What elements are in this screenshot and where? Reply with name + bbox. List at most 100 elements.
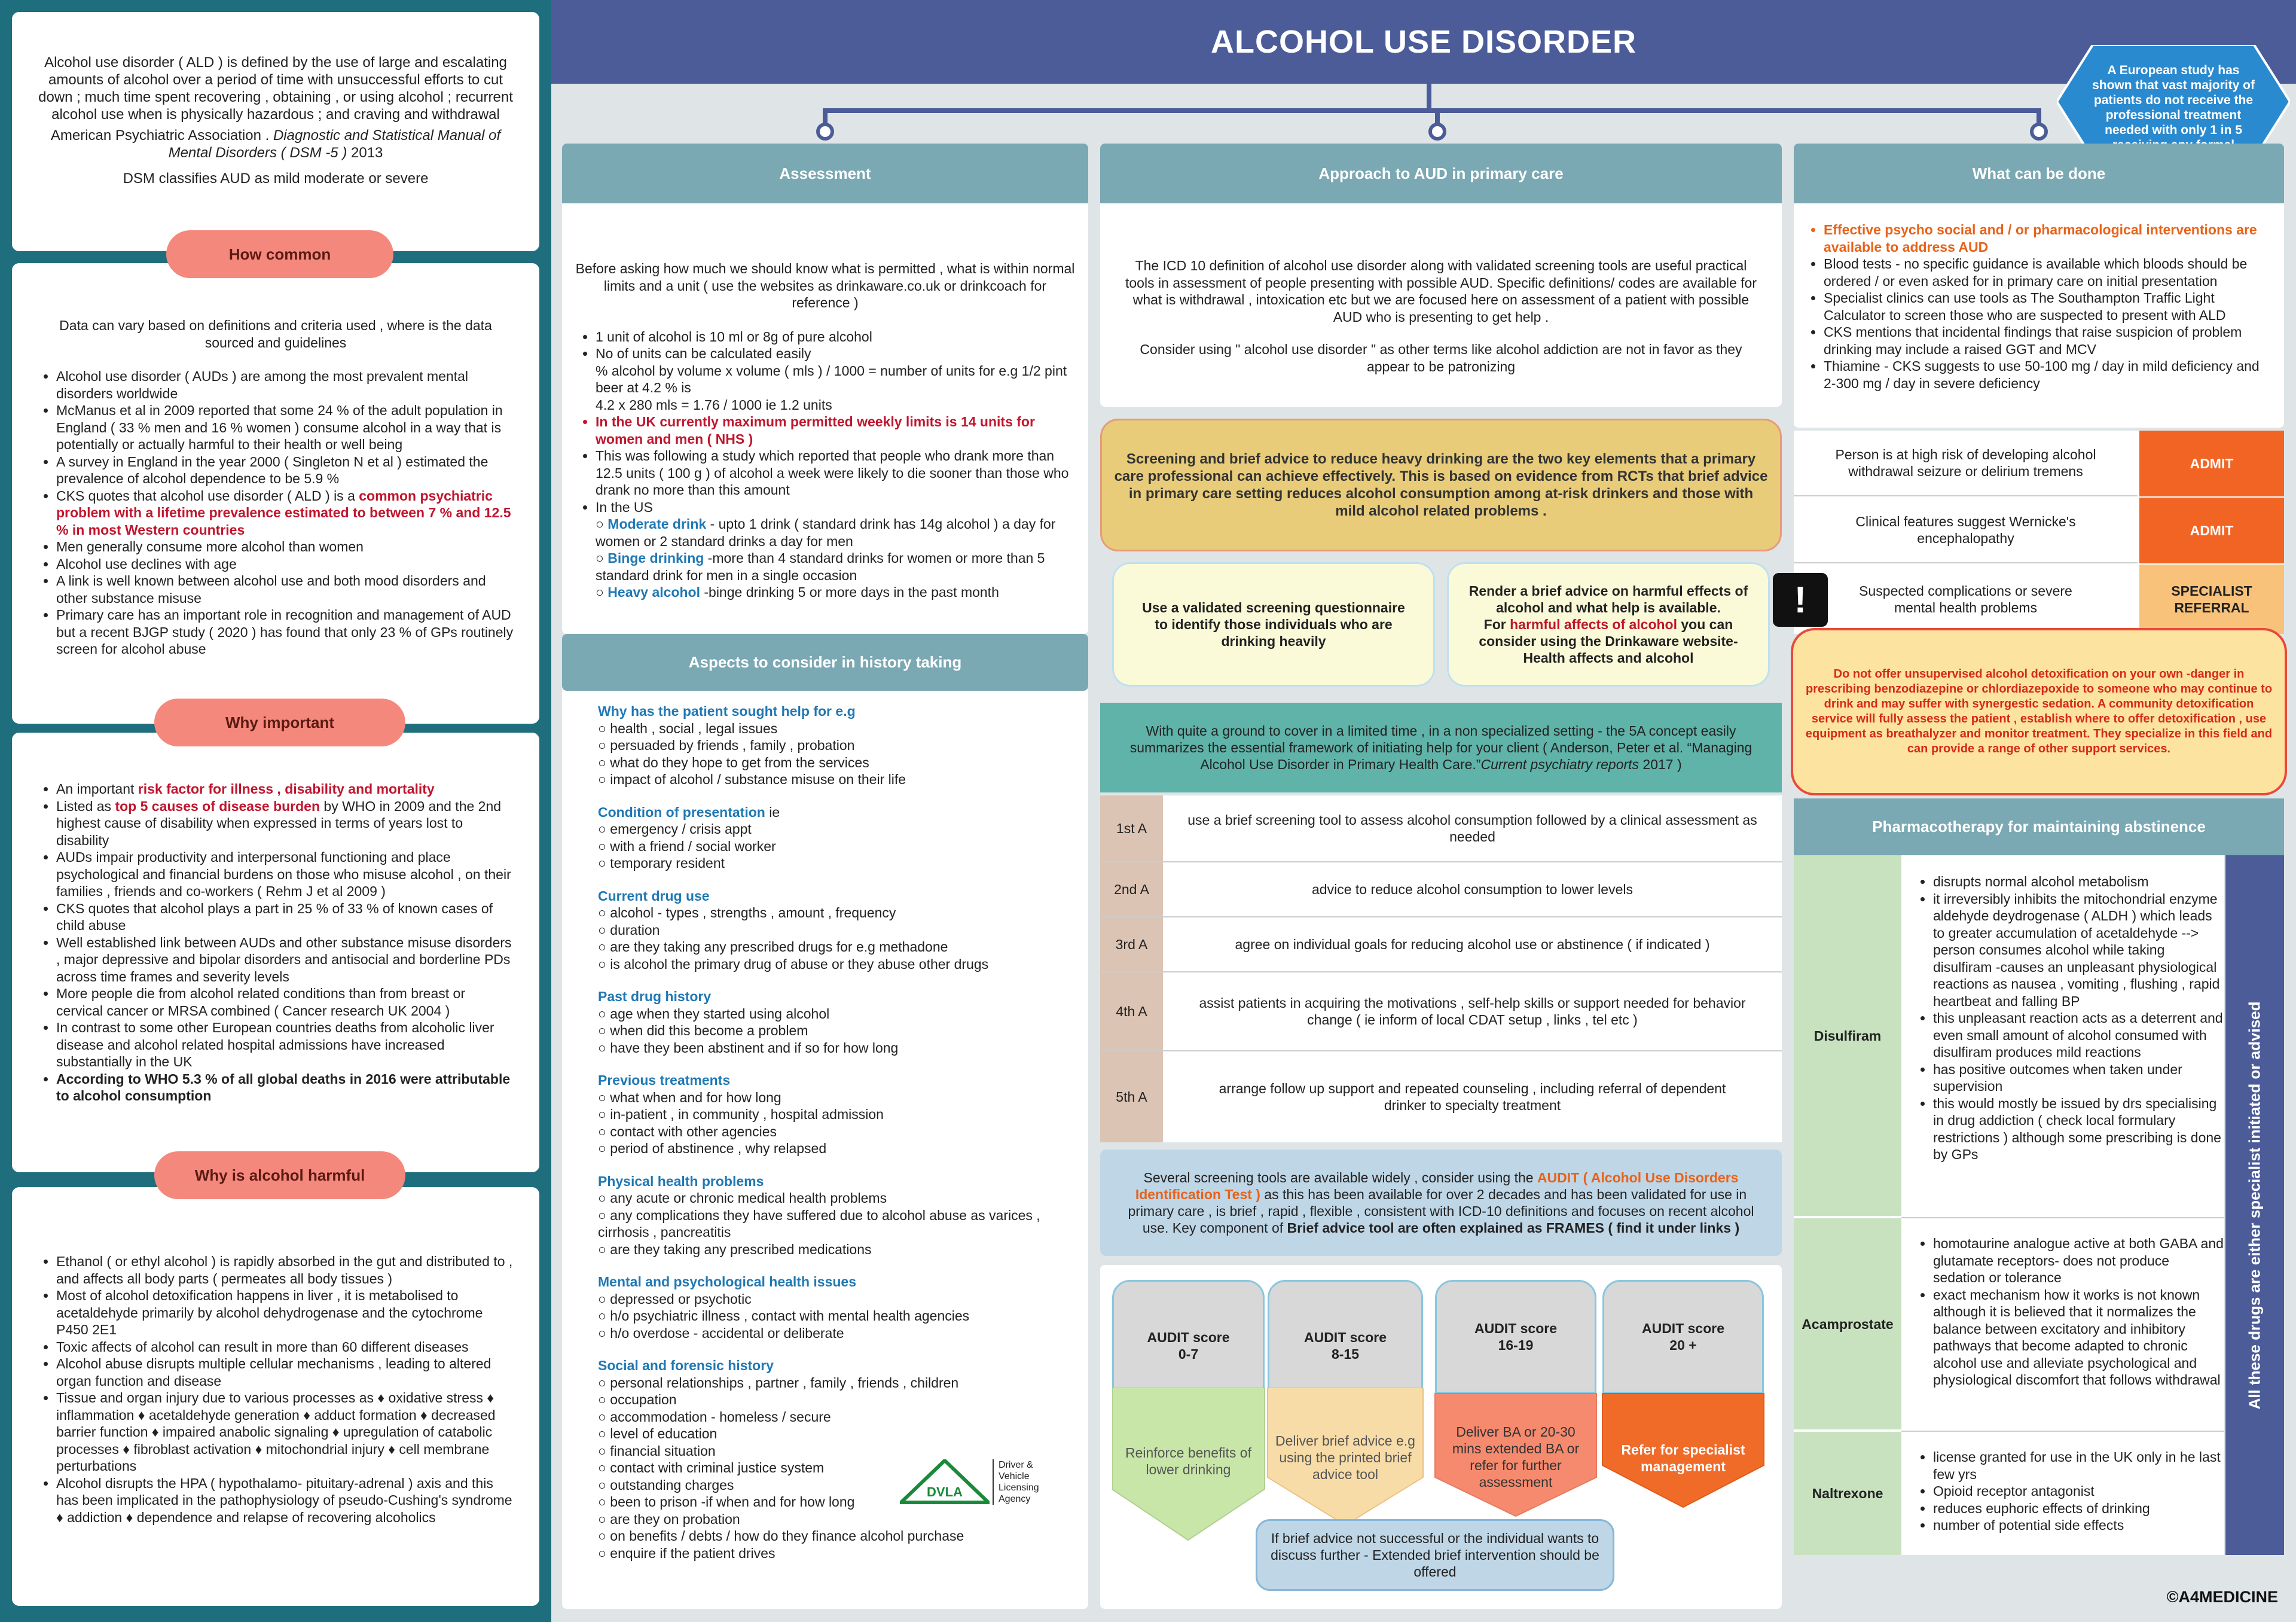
definition-text: Alcohol use disorder ( ALD ) is defined … (38, 54, 513, 123)
assessment-intro: Before asking how much we should know wh… (575, 261, 1075, 310)
detox-warning-box: Do not offer unsupervised alcohol detoxi… (1791, 628, 2287, 795)
drug-details: homotaurine analogue active at both GABA… (1904, 1235, 2224, 1389)
history-item: ○ age when they started using alcohol (598, 1005, 830, 1022)
history-item: ○ personal relationships , partner , fam… (598, 1374, 959, 1391)
list-item: number of potential side effects (1933, 1517, 2224, 1534)
drug-details: license granted for use in the UK only i… (1904, 1449, 2224, 1534)
why-important-list: An important risk factor for illness , d… (36, 780, 515, 1105)
list-item: AUDs impair productivity and interperson… (56, 849, 515, 900)
history-item: ○ accommodation - homeless / secure (598, 1408, 831, 1425)
audit-box: Several screening tools are available wi… (1100, 1150, 1782, 1256)
history-item: ○ impact of alcohol / substance misuse o… (598, 772, 906, 787)
list-item: Most of alcohol detoxification happens i… (56, 1287, 515, 1339)
list-item: Well established link between AUDs and o… (56, 934, 515, 986)
list-item: More people die from alcohol related con… (56, 985, 515, 1019)
list-item: In the US○ Moderate drink - upto 1 drink… (596, 499, 1075, 601)
list-item: A link is well known between alcohol use… (56, 572, 515, 606)
step-text: advice to reduce alcohol consumption to … (1163, 862, 1782, 917)
approach-title: Approach to AUD in primary care (1100, 144, 1782, 203)
list-item: Specialist clinics can use tools as The … (1824, 289, 2272, 324)
brief-advice-box: Render a brief advice on harmful effects… (1447, 562, 1770, 687)
list-item: Opioid receptor antagonist (1933, 1483, 2224, 1500)
list-item: In the UK currently maximum permitted we… (596, 413, 1075, 447)
list-item: Tissue and organ injury due to various p… (56, 1389, 515, 1475)
step-text: arrange follow up support and repeated c… (1219, 1081, 1726, 1113)
list-item: this unpleasant reaction acts as a deter… (1933, 1010, 2224, 1061)
history-heading: Previous treatments (598, 1072, 731, 1088)
step-label: 2nd A (1100, 862, 1163, 917)
screening-box: Screening and brief advice to reduce hea… (1100, 419, 1782, 551)
admit-label: ADMIT (2139, 431, 2284, 496)
screening-text: Screening and brief advice to reduce hea… (1114, 451, 1768, 519)
title-bar: ALCOHOL USE DISORDER (551, 0, 2296, 84)
history-item: ○ h/o overdose - accidental or deliberat… (598, 1325, 844, 1341)
how-common-list: Alcohol use disorder ( AUDs ) are among … (36, 368, 515, 658)
history-item: ○ period of abstinence , why relapsed (598, 1141, 827, 1156)
history-item: ○ duration (598, 922, 660, 938)
history-title: Aspects to consider in history taking (562, 634, 1088, 691)
list-item: license granted for use in the UK only i… (1933, 1449, 2224, 1483)
audit-action: Refer for specialist management (1621, 1442, 1745, 1474)
list-item: Primary care has an important role in re… (56, 606, 515, 658)
list-item: A survey in England in the year 2000 ( S… (56, 453, 515, 487)
five-a-intro: With quite a ground to cover in a limite… (1100, 703, 1782, 792)
step-text: assist patients in acquiring the motivat… (1163, 972, 1782, 1051)
list-item: Effective psycho social and / or pharmac… (1824, 221, 2272, 255)
row-divider (1901, 1431, 2224, 1432)
admit-criterion: Person is at high risk of developing alc… (1794, 431, 2138, 496)
drug-details: disrupts normal alcohol metabolism it ir… (1904, 873, 2224, 1163)
history-item: ○ have they been abstinent and if so for… (598, 1039, 899, 1056)
audit-score-box: AUDIT score 20 + (1602, 1280, 1764, 1394)
why-harmful-card: Ethanol ( or ethyl alcohol ) is rapidly … (12, 1187, 539, 1606)
history-item: ○ on benefits / debts / how do they fina… (598, 1528, 964, 1544)
step-label: 4th A (1100, 972, 1163, 1051)
approach-terms: Consider using " alcohol use disorder " … (1140, 342, 1742, 374)
admit-criterion: Clinical features suggest Wernicke's enc… (1794, 498, 2138, 563)
list-item: Men generally consume more alcohol than … (56, 538, 515, 556)
history-item: ○ occupation (598, 1392, 677, 1407)
list-item: An important risk factor for illness , d… (56, 780, 515, 798)
list-item: Alcohol disrupts the HPA ( hypothalamo- … (56, 1475, 515, 1526)
list-item: Blood tests - no specific guidance is av… (1824, 255, 2272, 289)
specialist-side-bar: All these drugs are either specialist in… (2225, 855, 2284, 1555)
history-item: ○ financial situation (598, 1443, 716, 1459)
step-label: 3rd A (1100, 917, 1163, 972)
history-content: Why has the patient sought help for e.g … (598, 703, 1070, 1562)
list-item: CKS mentions that incidental findings th… (1824, 324, 2272, 358)
list-item: disrupts normal alcohol metabolism (1933, 873, 2224, 891)
list-item: 1 unit of alcohol is 10 ml or 8g of pure… (596, 328, 1075, 346)
audit-action: Deliver BA or 20-30 mins extended BA or … (1452, 1424, 1580, 1490)
list-item: Listed as top 5 causes of disease burden… (56, 798, 515, 849)
history-heading: Mental and psychological health issues (598, 1274, 857, 1289)
history-item: ○ are they on probation (598, 1511, 740, 1527)
list-item: homotaurine analogue active at both GABA… (1933, 1235, 2224, 1286)
why-important-title: Why important (154, 699, 405, 746)
why-harmful-list: Ethanol ( or ethyl alcohol ) is rapidly … (36, 1253, 515, 1526)
history-item: ○ temporary resident (598, 855, 725, 871)
history-heading: Condition of presentation ie (598, 804, 780, 820)
what-can-be-done-title: What can be done (1794, 144, 2284, 203)
list-item: According to WHO 5.3 % of all global dea… (56, 1071, 515, 1105)
history-heading: Physical health problems (598, 1173, 764, 1189)
dsm-classification: DSM classifies AUD as mild moderate or s… (123, 170, 429, 187)
drug-name: Naltrexone (1794, 1432, 1901, 1555)
drug-name: Disulfiram (1794, 855, 1901, 1217)
history-item: ○ h/o psychiatric illness , contact with… (598, 1308, 970, 1324)
history-heading: Why has the patient sought help for e.g (598, 703, 856, 719)
audit-arrows (1112, 1388, 1764, 1541)
list-item: Alcohol use disorder ( AUDs ) are among … (56, 368, 515, 402)
list-item: it irreversibly inhibits the mitochondri… (1933, 891, 2224, 1010)
list-item: Thiamine - CKS suggests to use 50-100 mg… (1824, 358, 2272, 392)
pharma-header: Pharmacotherapy for maintaining abstinen… (1794, 798, 2284, 855)
connector-lines (816, 84, 2048, 141)
how-common-card: Data can vary based on definitions and c… (12, 263, 539, 724)
history-item: ○ contact with criminal justice system (598, 1460, 825, 1475)
list-item: Toxic affects of alcohol can result in m… (56, 1339, 515, 1356)
dvla-logo-text: DVLA (927, 1484, 963, 1499)
list-item: reduces euphoric effects of drinking (1933, 1500, 2224, 1517)
history-item: ○ emergency / crisis appt (598, 821, 752, 837)
step-text: agree on individual goals for reducing a… (1163, 917, 1782, 972)
screening-questionnaire-box: Use a validated screening questionnaire … (1112, 562, 1435, 687)
history-item: ○ alcohol - types , strengths , amount ,… (598, 905, 896, 920)
history-card: Why has the patient sought help for e.g … (562, 634, 1088, 1609)
